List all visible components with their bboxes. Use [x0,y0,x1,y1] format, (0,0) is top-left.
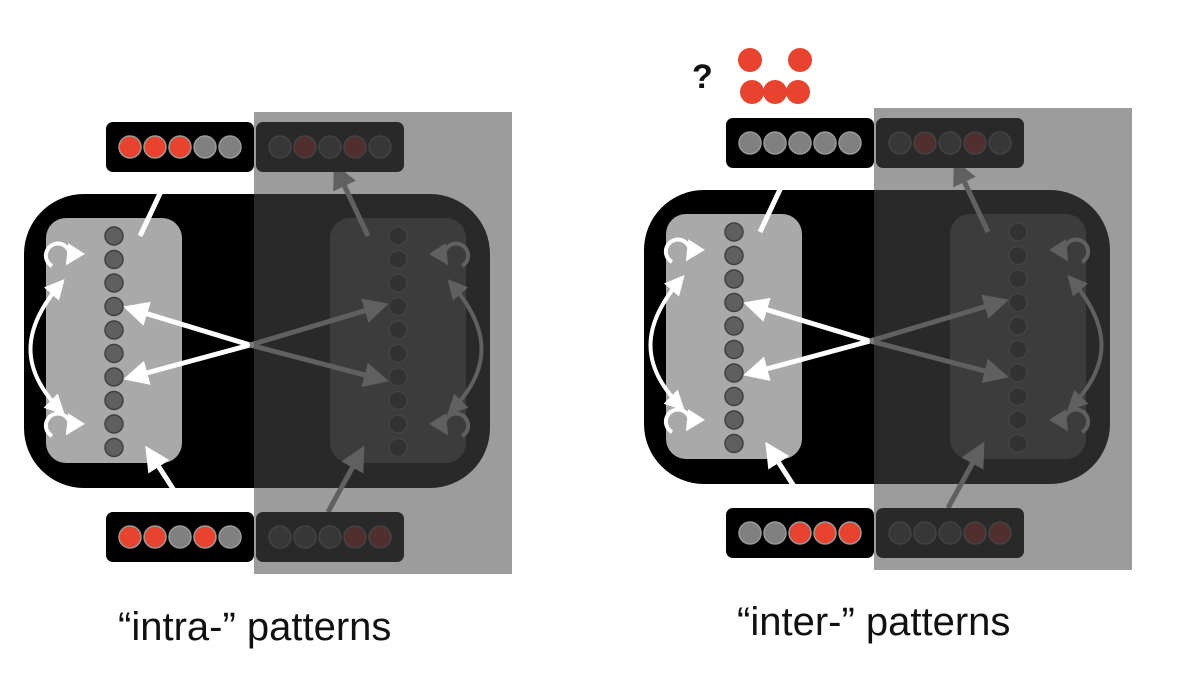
output-arrow-left [137,163,175,238]
panel-inter [644,108,1132,570]
self-loop-left [663,237,706,264]
input-arrow-left [145,445,191,514]
pattern-top-left-unit [763,131,787,155]
pattern-bottom-left-unit [788,521,812,545]
pattern-bottom-left-unit [168,525,192,549]
cross-arrow [743,338,871,381]
left-unit [104,320,124,340]
pattern-top-left-unit [168,135,192,159]
floating-dot [788,48,812,72]
caption-inter-patterns: “inter-” patterns [737,600,1011,644]
left-unit [724,245,744,266]
curved-arrow-left [648,274,685,411]
left-unit [724,410,744,430]
left-unit [104,437,124,458]
panel-intra [24,112,512,574]
left-unit [724,363,744,383]
floating-pattern [738,48,812,104]
pattern-top-left [106,122,254,172]
input-arrow-left [765,441,811,510]
pattern-top-left-unit [118,135,142,159]
shade-overlay [874,108,1132,570]
pattern-bottom-left-unit [193,525,217,549]
pattern-top-left-unit [193,135,217,159]
left-unit [724,222,744,242]
pattern-bottom-left-unit [838,521,862,545]
pattern-top-left-unit [738,131,762,155]
output-arrow-left [757,159,795,234]
shade-overlay [254,112,512,574]
floating-dot [786,80,810,104]
left-unit [724,269,744,289]
left-unit [104,273,124,293]
left-unit [104,343,124,364]
question-mark: ? [692,58,713,96]
pattern-top-left-unit [143,135,167,159]
left-unit [104,414,124,434]
pattern-top-left-unit [218,135,242,159]
left-unit [104,226,124,246]
left-unit [724,386,744,407]
pattern-top-left-unit [813,131,837,155]
left-unit [724,292,744,313]
pattern-bottom-left-unit [738,521,762,545]
left-module [666,214,802,459]
left-unit [724,433,744,454]
caption-intra-patterns: “intra-” patterns [118,605,392,649]
left-unit [724,316,744,336]
left-module [46,218,182,463]
left-unit [724,339,744,360]
floating-dot [738,48,762,72]
floating-dot [763,80,787,104]
pattern-bottom-left [106,512,254,562]
left-unit [104,367,124,387]
pattern-bottom-left [726,508,874,558]
cross-arrow [123,301,251,348]
pattern-top-left-unit [788,131,812,155]
cross-arrow [123,342,251,385]
left-unit [104,390,124,411]
pattern-bottom-left-unit [118,525,142,549]
pattern-top-left-unit [838,131,862,155]
left-unit [104,296,124,317]
floating-dot [740,80,764,104]
self-loop-left [43,241,86,268]
pattern-bottom-left-unit [763,521,787,545]
pattern-bottom-left-unit [218,525,242,549]
left-unit [104,249,124,270]
pattern-top-left [726,118,874,168]
pattern-bottom-left-unit [813,521,837,545]
cross-arrow [743,297,871,344]
curved-arrow-left [28,278,65,415]
pattern-bottom-left-unit [143,525,167,549]
